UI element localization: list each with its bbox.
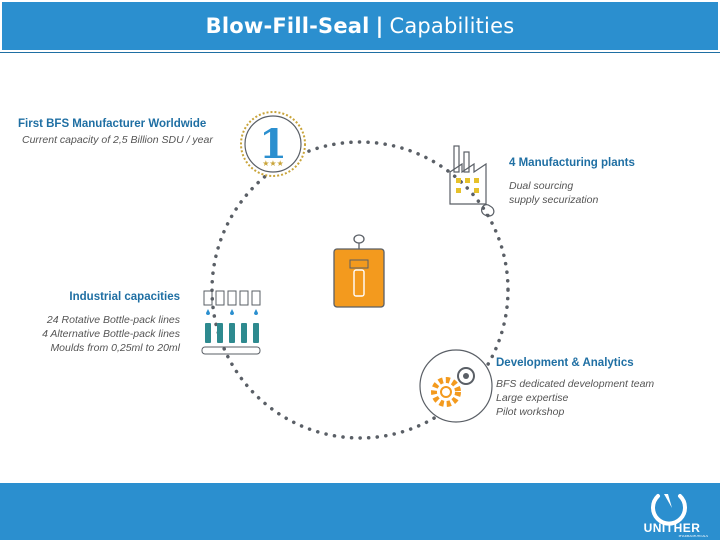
industrial-line-2: 4 Alternative Bottle-pack lines	[42, 328, 180, 340]
factory-icon	[449, 145, 495, 217]
footer-bar	[0, 483, 720, 540]
development-line-2: Large expertise	[496, 392, 569, 404]
production-line-icon	[201, 290, 261, 355]
medal-number: 1	[259, 121, 287, 168]
development-line-1: BFS dedicated development team	[496, 378, 655, 390]
unither-logo	[651, 494, 687, 526]
manufacturing-line-2: supply securization	[509, 194, 599, 206]
logo-wordmark: UNITHER	[643, 521, 701, 535]
industrial-line-3: Moulds from 0,25ml to 20ml	[50, 342, 180, 354]
industrial-heading: Industrial capacities	[69, 291, 180, 303]
medal-icon: 1 ★★★	[240, 111, 306, 177]
logo-subtitle: PHARMACEUTICALS	[678, 534, 708, 538]
ampoule-icon	[333, 234, 385, 308]
gears-icon	[419, 349, 493, 423]
industrial-line-1: 24 Rotative Bottle-pack lines	[46, 314, 180, 326]
first-bfs-heading: First BFS Manufacturer Worldwide	[18, 118, 207, 130]
page-title: Blow-Fill-Seal|Capabilities	[205, 14, 515, 38]
svg-text:★★★: ★★★	[262, 159, 284, 168]
first-bfs-line-1: Current capacity of 2,5 Billion SDU / ye…	[22, 134, 213, 146]
development-line-3: Pilot workshop	[496, 406, 565, 418]
header-bar	[0, 0, 720, 53]
manufacturing-heading: 4 Manufacturing plants	[509, 157, 635, 169]
manufacturing-line-1: Dual sourcing	[509, 180, 574, 192]
development-heading: Development & Analytics	[496, 357, 634, 369]
